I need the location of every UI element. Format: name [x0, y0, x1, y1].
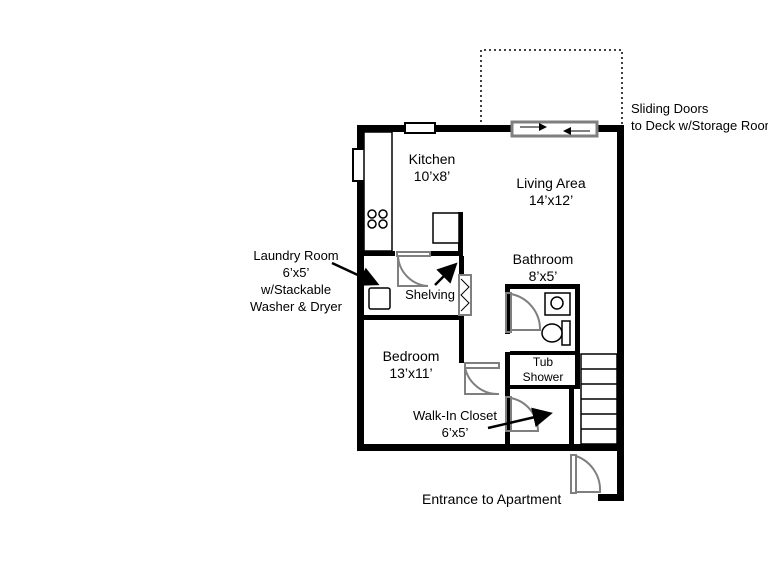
refrigerator	[432, 212, 460, 244]
sink-basin	[550, 296, 564, 310]
closet-door	[505, 396, 540, 432]
sliding-door	[510, 120, 599, 138]
closet-label: Walk-In Closet 6’x5’	[410, 407, 500, 441]
entrance-door	[570, 454, 602, 494]
laundry-note-1: w/Stackable	[260, 282, 332, 297]
toilet-icon	[541, 320, 571, 346]
bedroom-label: Bedroom 13’x11’	[372, 348, 450, 382]
living-area-label: Living Area 14’x12’	[503, 175, 599, 209]
shelving-arrow	[434, 262, 458, 286]
closet-size: 6’x5’	[441, 425, 469, 440]
laundry-door	[396, 251, 431, 287]
bathroom-name: Bathroom	[512, 251, 574, 267]
stairs	[580, 353, 618, 445]
tub-shower-label: Tub Shower	[515, 355, 571, 385]
laundry-name: Laundry Room	[253, 248, 339, 263]
laundry-arrow	[331, 261, 380, 286]
closet-arrow	[487, 407, 553, 430]
living-area-name: Living Area	[516, 175, 586, 191]
shower-label: Shower	[522, 370, 564, 384]
entrance-label: Entrance to Apartment	[422, 491, 562, 507]
laundry-size: 6’x5’	[282, 265, 310, 280]
stove-icon	[367, 209, 388, 229]
bedroom-name: Bedroom	[382, 348, 440, 364]
window-left	[352, 148, 366, 182]
closet-name: Walk-In Closet	[412, 408, 498, 423]
bedroom-size: 13’x11’	[389, 365, 433, 381]
bathroom-door	[505, 292, 542, 333]
laundry-note-2: Washer & Dryer	[250, 299, 342, 314]
kitchen-size: 10’x8’	[413, 168, 451, 184]
bedroom-door	[464, 362, 500, 396]
kitchen-label: Kitchen 10’x8’	[398, 151, 466, 185]
laundry-label: Laundry Room 6’x5’ w/Stackable Washer & …	[244, 247, 348, 315]
window-top	[404, 122, 436, 134]
exterior-walls	[357, 125, 624, 501]
sliding-doors-line-1: Sliding Doors	[631, 101, 709, 116]
shelving-label: Shelving	[405, 287, 455, 302]
bathroom-label: Bathroom 8’x5’	[503, 251, 583, 285]
kitchen-counter	[363, 131, 393, 252]
shelving-unit	[458, 274, 472, 316]
bathroom-size: 8’x5’	[528, 268, 558, 284]
sliding-doors-line-2: to Deck w/Storage Room	[631, 118, 768, 133]
living-area-size: 14’x12’	[528, 192, 574, 208]
tub-label: Tub	[532, 355, 554, 369]
washer-dryer-icon	[368, 287, 391, 310]
deck-outline	[480, 49, 623, 127]
kitchen-name: Kitchen	[408, 151, 456, 167]
sink-icon	[544, 292, 571, 316]
sliding-doors-label: Sliding Doors to Deck w/Storage Room	[631, 100, 768, 134]
